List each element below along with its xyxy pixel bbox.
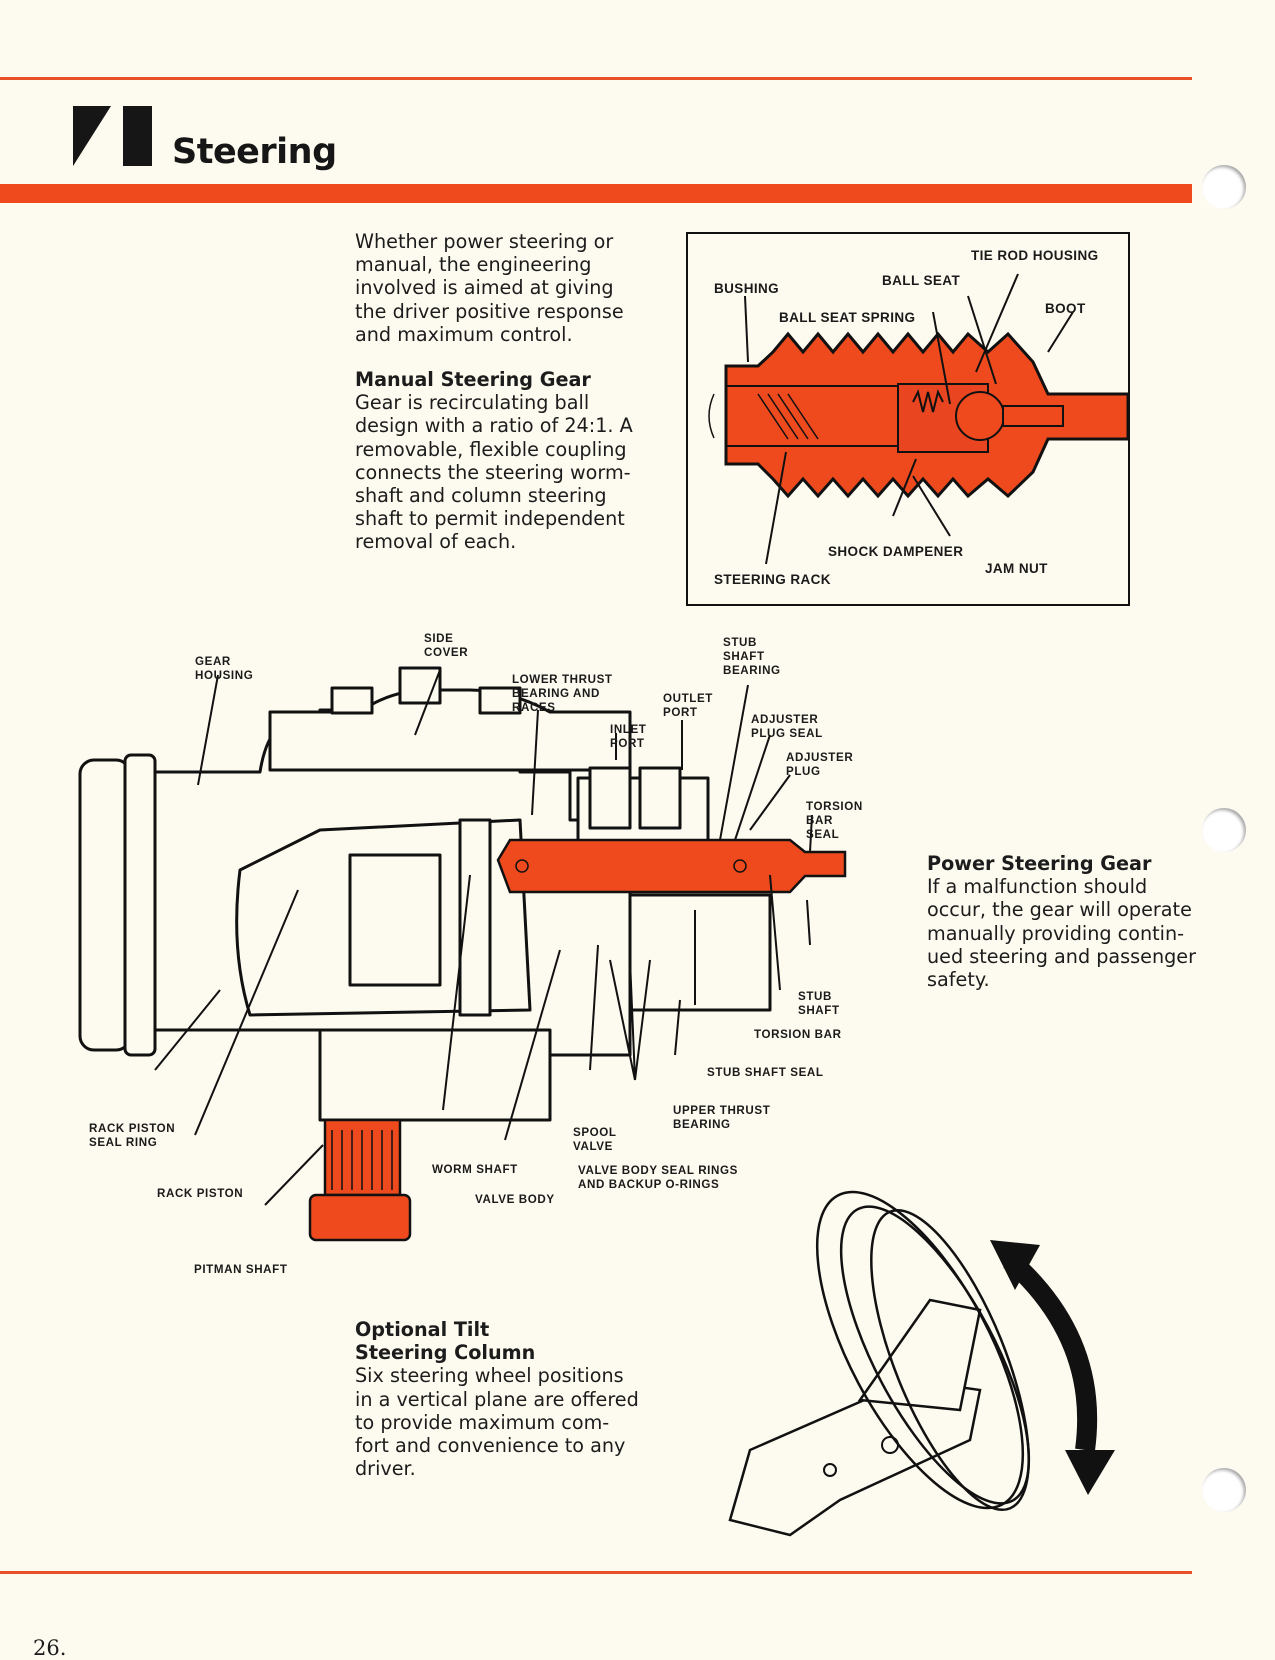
label-boot: BOOT xyxy=(1045,301,1086,316)
label-upper-thrust-bearing: UPPER THRUST BEARING xyxy=(673,1104,771,1131)
power-gear-heading: Power Steering Gear xyxy=(927,852,1152,875)
header-bar xyxy=(0,184,1192,203)
tie-rod-cutaway-drawing xyxy=(708,273,1130,565)
text-line: safety. xyxy=(927,968,990,992)
label-stub-shaft: STUB SHAFT xyxy=(798,990,840,1017)
label-valve-body: VALVE BODY xyxy=(475,1193,555,1206)
label-stub-shaft-seal: STUB SHAFT SEAL xyxy=(707,1066,824,1079)
text-line: occur, the gear will operate xyxy=(927,898,1192,922)
text-line: shaft to permit independent xyxy=(355,507,625,531)
label-stub-shaft-bearing: STUB SHAFT BEARING xyxy=(723,636,781,677)
label-outlet-port: OUTLET PORT xyxy=(663,692,713,719)
text-line: the driver positive response xyxy=(355,299,624,323)
text-line: manual, the engineering xyxy=(355,253,592,277)
manual-gear-heading: Manual Steering Gear xyxy=(355,368,591,391)
page-number: 26. xyxy=(33,1636,67,1660)
text-line: to provide maximum com- xyxy=(355,1410,610,1434)
text-line: shaft and column steering xyxy=(355,484,607,508)
label-worm-shaft: WORM SHAFT xyxy=(432,1163,518,1176)
tie-rod-inset-diagram: TIE ROD HOUSING BALL SEAT BUSHING BOOT B… xyxy=(686,232,1130,606)
label-lower-thrust-bearing: LOWER THRUST BEARING AND RACES xyxy=(512,673,613,714)
binder-hole xyxy=(1202,165,1246,209)
text-line: Gear is recirculating ball xyxy=(355,391,590,415)
binder-hole xyxy=(1202,1468,1246,1512)
text-line: design with a ratio of 24:1. A xyxy=(355,414,633,438)
text-line: connects the steering worm- xyxy=(355,460,631,484)
label-jam-nut: JAM NUT xyxy=(985,561,1048,576)
label-torsion-bar: TORSION BAR xyxy=(754,1028,842,1041)
text-line: If a malfunction should xyxy=(927,875,1148,899)
section-title: Steering xyxy=(172,132,337,172)
text-line: removal of each. xyxy=(355,530,517,554)
label-adjuster-plug: ADJUSTER PLUG xyxy=(786,751,854,778)
label-steering-rack: STEERING RACK xyxy=(714,572,831,587)
text-line: manually providing contin- xyxy=(927,921,1185,945)
manual-gear-section: Manual Steering Gear Gear is recirculati… xyxy=(355,368,633,554)
label-spool-valve: SPOOL VALVE xyxy=(573,1126,617,1153)
tilt-steering-column-drawing xyxy=(728,1190,1115,1537)
text-line: removable, flexible coupling xyxy=(355,437,627,461)
binder-hole xyxy=(1202,808,1246,852)
label-pitman-shaft: PITMAN SHAFT xyxy=(194,1263,288,1276)
text-line: Six steering wheel positions xyxy=(355,1364,624,1388)
label-torsion-bar-seal: TORSION BAR SEAL xyxy=(806,800,863,841)
text-line: and maximum control. xyxy=(355,322,573,346)
label-ball-seat: BALL SEAT xyxy=(882,273,961,288)
text-line: Whether power steering or xyxy=(355,230,614,253)
label-rack-piston: RACK PISTON xyxy=(157,1187,244,1200)
label-valve-body-seal-rings: VALVE BODY SEAL RINGS AND BACKUP O-RINGS xyxy=(578,1164,738,1191)
label-side-cover: SIDE COVER xyxy=(424,632,469,659)
tilt-column-section: Optional Tilt Steering Column Six steeri… xyxy=(355,1318,639,1480)
section-logo-icon xyxy=(73,106,152,166)
text-line: fort and convenience to any xyxy=(355,1434,626,1458)
text-line: driver. xyxy=(355,1457,416,1481)
text-line: involved is aimed at giving xyxy=(355,276,614,300)
intro-paragraph: Whether power steering or manual, the en… xyxy=(355,230,624,346)
label-rack-piston-seal-ring: RACK PISTON SEAL RING xyxy=(89,1122,176,1149)
power-gear-section: Power Steering Gear If a malfunction sho… xyxy=(927,852,1196,991)
label-shock-dampener: SHOCK DAMPENER xyxy=(828,544,964,559)
tilt-heading-line: Steering Column xyxy=(355,1341,536,1365)
top-rule xyxy=(0,77,1192,80)
tilt-heading-line: Optional Tilt xyxy=(355,1318,490,1341)
text-line: ued steering and passenger xyxy=(927,944,1196,968)
label-gear-housing: GEAR HOUSING xyxy=(195,655,254,682)
label-tie-rod-housing: TIE ROD HOUSING xyxy=(971,248,1099,263)
text-line: in a vertical plane are offered xyxy=(355,1387,639,1411)
label-adjuster-plug-seal: ADJUSTER PLUG SEAL xyxy=(751,713,823,740)
power-steering-gear-drawing xyxy=(78,666,847,1242)
label-inlet-port: INLET PORT xyxy=(610,723,647,750)
bottom-rule xyxy=(0,1571,1192,1574)
label-bushing: BUSHING xyxy=(714,281,780,296)
label-ball-seat-spring: BALL SEAT SPRING xyxy=(779,310,916,325)
